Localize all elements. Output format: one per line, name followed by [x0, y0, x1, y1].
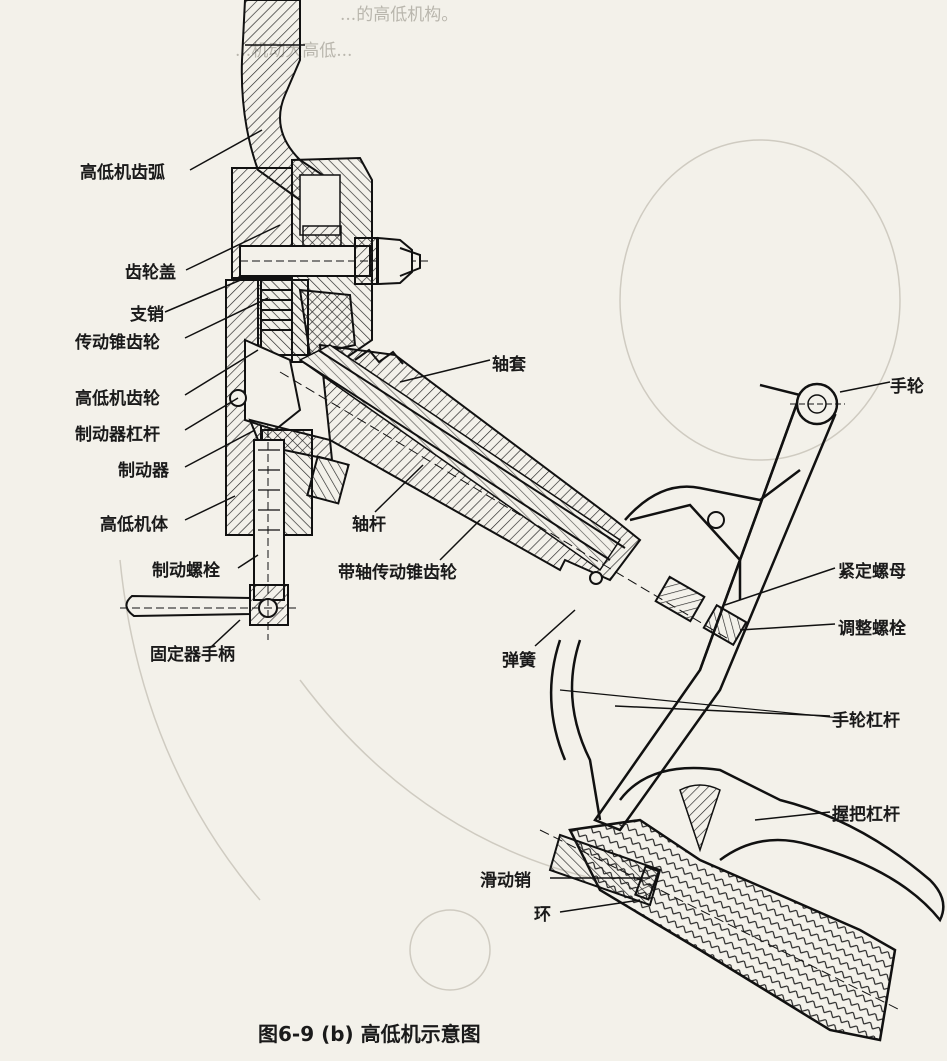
- label-shaft-bolt: 轴杆: [352, 515, 386, 535]
- leader-lines: [164, 129, 891, 913]
- pin-and-nut: [239, 236, 430, 286]
- label-sleeve: 轴套: [492, 355, 526, 375]
- label-slide-pin: 滑动销: [480, 871, 531, 891]
- label-handwheel-lever: 手轮杠杆: [832, 711, 900, 731]
- label-brake-bolt: 制动螺栓: [152, 561, 220, 581]
- adjusting-bolt: [654, 511, 748, 647]
- faint-background-text: ...的高低机构。: [340, 5, 459, 25]
- label-shaft-bevel-gear: 带轴传动锥齿轮: [338, 563, 457, 583]
- label-brake: 制动器: [118, 461, 169, 481]
- shaft-sleeve: [279, 343, 731, 641]
- brake: [229, 338, 350, 505]
- label-drive-bevel-gear: 传动锥齿轮: [75, 333, 160, 353]
- label-handwheel: 手轮: [890, 377, 924, 397]
- label-elevating-body: 高低机体: [100, 515, 168, 535]
- label-lock-nut: 紧定螺母: [838, 562, 906, 582]
- label-lock-handle: 固定器手柄: [150, 645, 235, 665]
- label-spring: 弹簧: [502, 651, 536, 671]
- label-grip-lever: 握把杠杆: [832, 805, 900, 825]
- label-brake-lever: 制动器杠杆: [75, 425, 160, 445]
- brake-bolt: [249, 430, 289, 640]
- label-adjust-bolt: 调整螺栓: [838, 619, 906, 639]
- lock-handle: [120, 594, 300, 618]
- grip: [539, 766, 945, 1042]
- label-ring: 环: [534, 905, 551, 925]
- label-pin: 支销: [130, 305, 164, 325]
- label-elevating-gear: 高低机齿轮: [75, 389, 160, 409]
- label-gear-cover: 齿轮盖: [125, 263, 176, 283]
- label-elevating-arc: 高低机齿弧: [80, 163, 165, 183]
- figure-caption: 图6-9 (b) 高低机示意图: [258, 1022, 481, 1046]
- drive-bevel-gear: [257, 279, 357, 357]
- handwheel: [790, 382, 845, 426]
